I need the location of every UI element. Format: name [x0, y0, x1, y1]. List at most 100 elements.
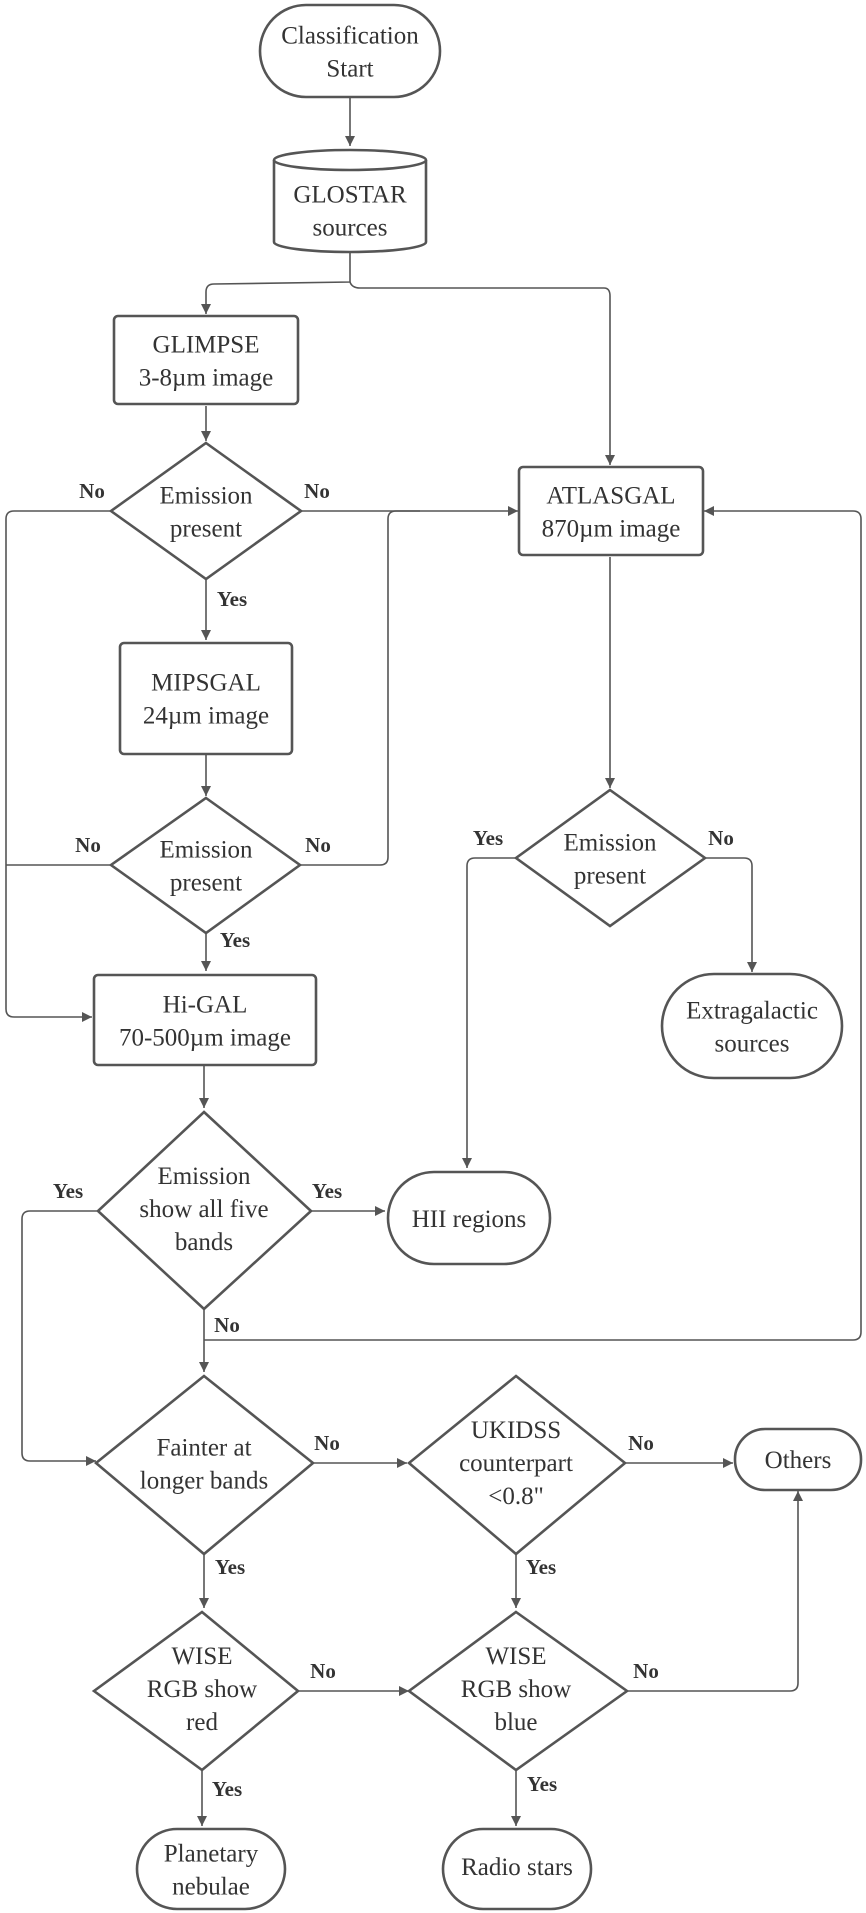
node-dec7-text-line-2: RGB show: [147, 1676, 257, 1703]
label-d4-yes-right: Yes: [312, 1179, 342, 1203]
edge-dec4-yes-left-to-dec5: [21, 1210, 98, 1466]
node-dec6-text-line-3: <0.8": [488, 1483, 544, 1510]
node-radio-stars-text: Radio stars: [461, 1854, 573, 1881]
label-d7-no-right: No: [310, 1659, 336, 1683]
node-higal-text-line-1: Hi-GAL: [163, 992, 248, 1019]
node-dec4-text-line-2: show all five: [139, 1196, 268, 1223]
node-glostar-text: GLOSTAR sources: [293, 182, 407, 242]
node-dec6: UKIDSS counterpart <0.8": [406, 1374, 628, 1556]
node-glimpse-text: GLIMPSE 3-8µm image: [139, 332, 274, 392]
node-hii: HII regions: [386, 1170, 552, 1266]
node-dec5: Fainter at longer bands: [93, 1374, 316, 1556]
node-atlasgal-text-line-1: ATLASGAL: [546, 483, 675, 510]
label-d3-no-right: No: [708, 826, 734, 850]
edge-labels: No No Yes No No Yes Yes No Yes Yes No No…: [53, 479, 734, 1801]
node-dec2-text-line-1: Emission: [159, 837, 253, 864]
label-d1-yes-down: Yes: [217, 587, 247, 611]
node-planetary-nebulae-text-line-1: Planetary: [164, 1841, 259, 1868]
node-start-text-line-1: Classification: [281, 23, 419, 50]
node-dec8-text-line-2: RGB show: [461, 1676, 571, 1703]
node-dec5-text-line-1: Fainter at: [156, 1435, 251, 1462]
label-d6-yes-down: Yes: [526, 1555, 556, 1579]
node-radio-stars: Radio stars: [441, 1827, 593, 1911]
edge-dec3-no-to-extragalactic: [704, 857, 757, 972]
node-atlasgal-text: ATLASGAL 870µm image: [542, 483, 681, 543]
label-d6-no-right: No: [628, 1431, 654, 1455]
label-d4-no-down: No: [214, 1313, 240, 1337]
node-start-text-line-2: Start: [326, 56, 373, 83]
edge-dec8-no-to-others: [627, 1491, 803, 1692]
node-mipsgal-text: MIPSGAL 24µm image: [143, 670, 269, 730]
edge-dec1-no-left-to-higal: [5, 510, 111, 1022]
node-dec3-text-line-1: Emission: [563, 830, 657, 857]
node-glimpse-text-line-1: GLIMPSE: [153, 332, 260, 359]
node-dec1: Emission present: [108, 441, 304, 581]
node-dec3-text-line-2: present: [574, 863, 646, 890]
node-glostar: GLOSTAR sources: [272, 148, 428, 254]
node-dec8-text-line-3: blue: [494, 1709, 537, 1736]
node-dec7-text-line-1: WISE: [171, 1643, 232, 1670]
label-d1-no-right: No: [304, 479, 330, 503]
label-d2-no-right: No: [305, 833, 331, 857]
node-dec2-text: Emission present: [159, 837, 253, 897]
node-extragalactic-text-line-2: sources: [715, 1031, 790, 1058]
edge-dec3-yes-to-hii: [462, 857, 516, 1168]
label-d8-no-right: No: [633, 1659, 659, 1683]
node-atlasgal: ATLASGAL 870µm image: [517, 465, 705, 557]
node-dec6-text-line-1: UKIDSS: [471, 1417, 561, 1444]
node-dec5-text-line-2: longer bands: [140, 1468, 268, 1495]
node-planetary-nebulae: Planetary nebulae: [135, 1827, 287, 1911]
label-d4-yes-left: Yes: [53, 1179, 83, 1203]
label-d2-no-left: No: [75, 833, 101, 857]
label-d8-yes-down: Yes: [527, 1772, 557, 1796]
node-glostar-text-line-1: GLOSTAR: [293, 182, 407, 209]
node-dec4-text-line-1: Emission: [157, 1163, 251, 1190]
node-dec3-text: Emission present: [563, 830, 657, 890]
node-dec1-text-line-2: present: [170, 516, 242, 543]
node-dec2-text-line-2: present: [170, 870, 242, 897]
node-dec6-text: UKIDSS counterpart <0.8": [459, 1417, 573, 1510]
node-planetary-nebulae-text-line-2: nebulae: [172, 1874, 250, 1901]
node-dec1-text: Emission present: [159, 483, 253, 543]
node-dec6-text-line-2: counterpart: [459, 1450, 573, 1477]
node-glimpse-text-line-2: 3-8µm image: [139, 365, 274, 392]
node-radio-stars-text-line-1: Radio stars: [461, 1854, 573, 1881]
node-dec2: Emission present: [108, 796, 303, 935]
node-hii-text-line-1: HII regions: [412, 1206, 527, 1233]
label-d5-yes-down: Yes: [215, 1555, 245, 1579]
node-others-text: Others: [765, 1447, 832, 1474]
label-d7-yes-down: Yes: [212, 1777, 242, 1801]
node-atlasgal-text-line-2: 870µm image: [542, 516, 681, 543]
node-mipsgal-text-line-1: MIPSGAL: [151, 670, 261, 697]
node-dec3: Emission present: [513, 788, 708, 928]
node-dec5-text: Fainter at longer bands: [140, 1435, 268, 1495]
label-d5-no-right: No: [314, 1431, 340, 1455]
node-mipsgal-text-line-2: 24µm image: [143, 703, 269, 730]
node-hii-text: HII regions: [412, 1206, 527, 1233]
node-planetary-nebulae-text: Planetary nebulae: [164, 1841, 259, 1901]
node-mipsgal: MIPSGAL 24µm image: [118, 641, 294, 756]
edge-glostar-to-atlasgal: [349, 281, 615, 465]
node-glimpse: GLIMPSE 3-8µm image: [112, 314, 300, 406]
node-glostar-text-line-2: sources: [313, 215, 388, 242]
node-dec1-text-line-1: Emission: [159, 483, 253, 510]
edge-dec2-no-right-to-atlasgal: [300, 510, 420, 866]
node-others-text-line-1: Others: [765, 1447, 832, 1474]
edge-glostar-to-glimpse: [201, 253, 351, 314]
edges: [5, 98, 862, 1826]
node-others: Others: [733, 1427, 863, 1492]
edge-dec4-no-loop-to-atlasgal: [204, 506, 862, 1341]
